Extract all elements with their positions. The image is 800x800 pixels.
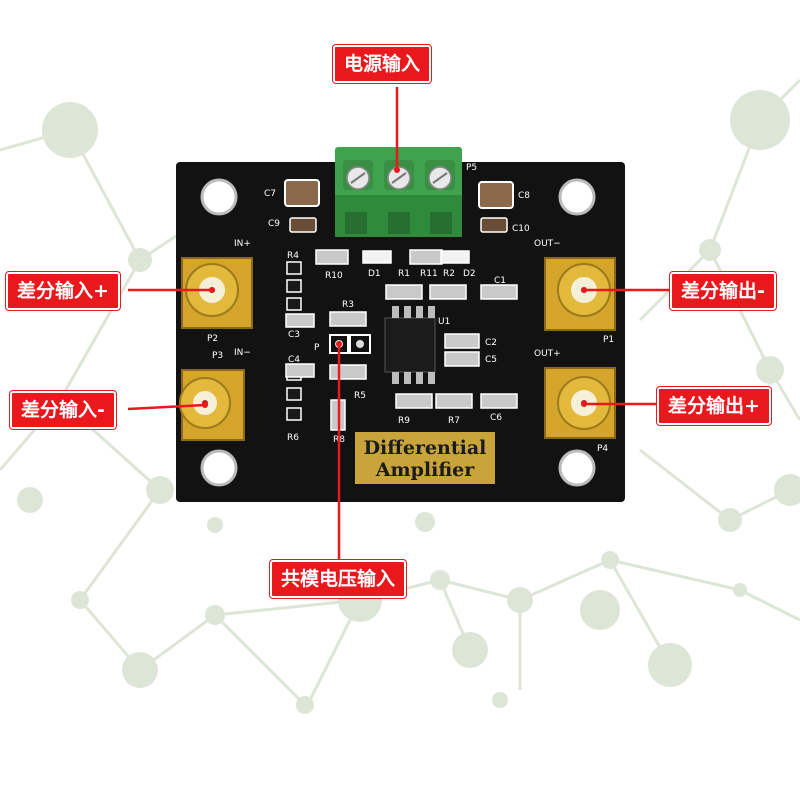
sma-connector-p3 (179, 369, 245, 441)
board-title-plate: Differential Amplifier (355, 432, 495, 484)
silk-r1: R1 (398, 269, 410, 279)
silk-p4: P4 (597, 444, 608, 454)
silk-out-plus: OUT+ (534, 349, 561, 359)
callout-power-input: 电源输入 (333, 45, 432, 83)
callout-common-mode-input: 共模电压输入 (270, 560, 407, 598)
callout-diff-input-neg: 差分输入- (10, 391, 116, 429)
silk-c10: C10 (512, 224, 530, 234)
silk-p2: P2 (207, 334, 218, 344)
sma-connector-p2 (181, 257, 253, 329)
silk-u1: U1 (438, 317, 450, 327)
silk-d1: D1 (368, 269, 381, 279)
silk-r11: R11 (420, 269, 438, 279)
silk-c4: C4 (288, 355, 300, 365)
silk-c9: C9 (268, 219, 280, 229)
silk-p1: P1 (603, 335, 614, 345)
silk-in-plus: IN+ (234, 239, 251, 249)
electrolytic-capacitors (284, 179, 514, 233)
silk-c6: C6 (490, 413, 502, 423)
silkscreen-labels: IN+ IN− OUT− OUT+ P1 P2 P3 P4 P5 C7 C8 C… (207, 163, 614, 454)
callout-diff-output-pos: 差分输出+ (657, 387, 771, 425)
silk-in-minus: IN− (234, 348, 251, 358)
silk-r9: R9 (398, 416, 410, 426)
smd-components (285, 249, 518, 431)
silk-r5: R5 (354, 391, 366, 401)
silk-r7: R7 (448, 416, 460, 426)
board-title-line1: Differential (364, 437, 487, 459)
silk-c1: C1 (494, 276, 506, 286)
silk-c5: C5 (485, 355, 497, 365)
silk-r6: R6 (287, 433, 299, 443)
silk-c2: C2 (485, 338, 497, 348)
silk-c8: C8 (518, 191, 530, 201)
silk-r10: R10 (325, 271, 343, 281)
silk-p5: P5 (466, 163, 477, 173)
silk-r2: R2 (443, 269, 455, 279)
ic-u1 (384, 306, 436, 384)
silk-out-minus: OUT− (534, 239, 561, 249)
silk-p3: P3 (212, 351, 223, 361)
mounting-holes (200, 178, 596, 487)
silk-r4: R4 (287, 251, 299, 261)
silk-c7: C7 (264, 189, 276, 199)
silk-p: P (314, 343, 320, 353)
callout-diff-output-neg: 差分输出- (670, 272, 776, 310)
silk-c3: C3 (288, 330, 300, 340)
silk-r3: R3 (342, 300, 354, 310)
power-terminal-block (335, 147, 462, 237)
callout-diff-input-pos: 差分输入+ (6, 272, 120, 310)
silk-d2: D2 (463, 269, 476, 279)
callout-leader-lines (127, 87, 672, 560)
sma-connector-p1 (544, 257, 616, 331)
board-title-line2: Amplifier (375, 459, 475, 481)
